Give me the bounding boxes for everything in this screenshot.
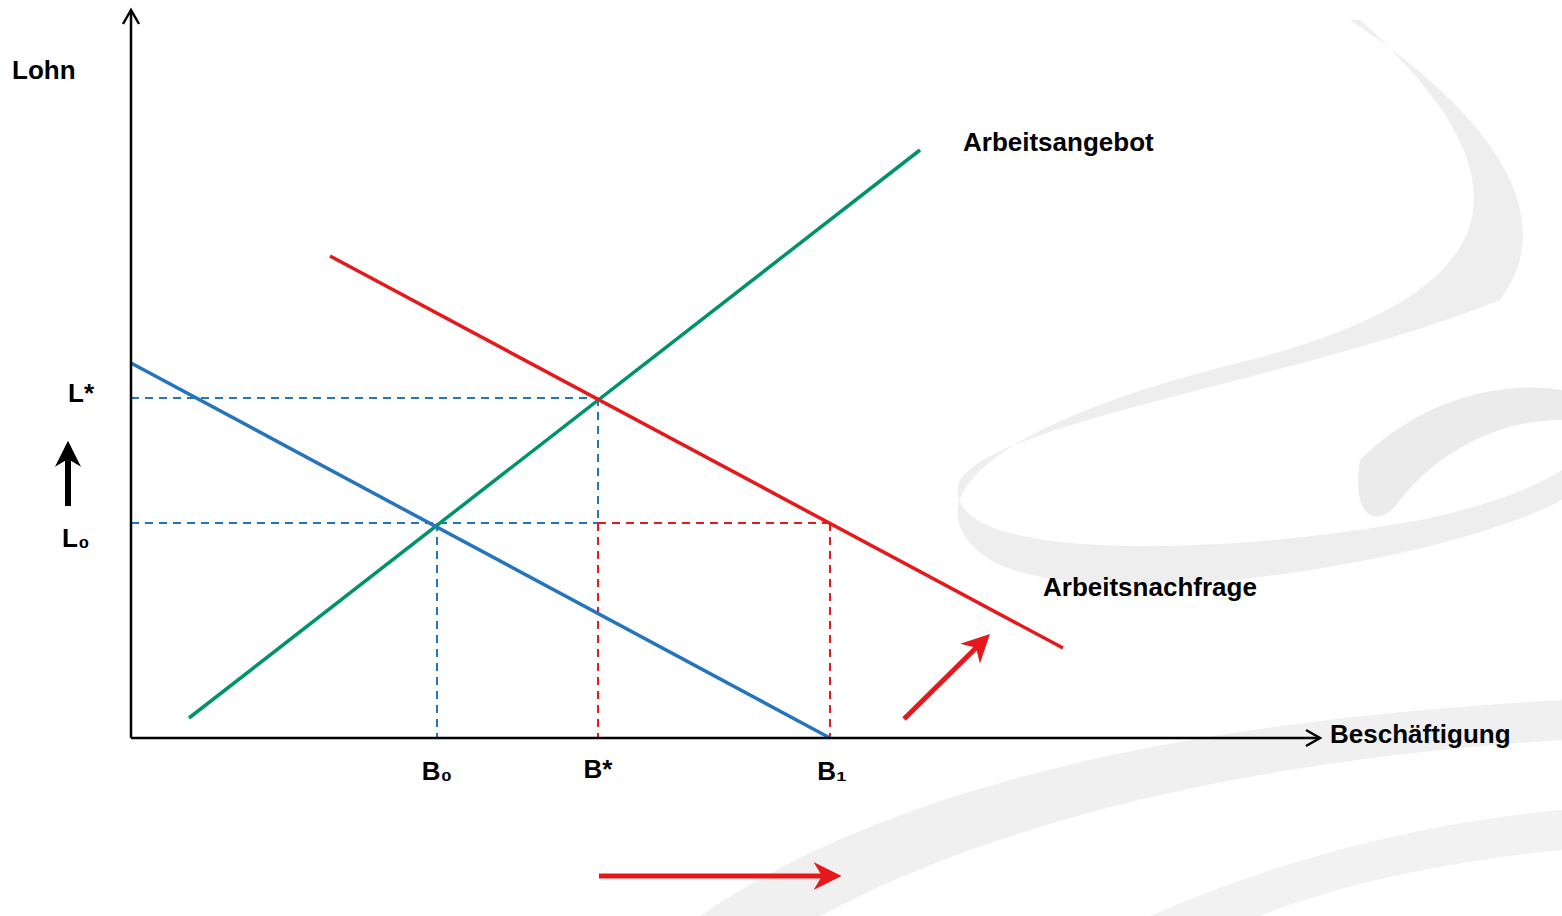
supply-curve (189, 150, 920, 718)
curve-label: Arbeitsnachfrage (1043, 573, 1257, 603)
guide-line (829, 523, 831, 738)
wage-label: L* (68, 379, 94, 409)
employment-label: B₀ (422, 757, 453, 787)
y-axis (130, 12, 133, 738)
axis-label: Lohn (12, 56, 76, 86)
rise-arrow (65, 446, 71, 506)
demand-curve-old (131, 363, 830, 738)
employment-label: B₁ (817, 757, 847, 787)
guide-line (131, 522, 598, 524)
axis-arrowhead (1306, 730, 1320, 746)
axis-label: Beschäftigung (1330, 720, 1511, 750)
wage-label: L₀ (62, 524, 90, 554)
axis-arrowhead (123, 10, 139, 24)
guide-line (436, 523, 438, 738)
employment-label: B* (584, 755, 613, 785)
guide-line (597, 398, 599, 523)
shift-arrow (904, 638, 986, 719)
shift-arrow (599, 874, 836, 879)
guide-line (598, 522, 830, 524)
guide-line (597, 523, 599, 738)
background-swoosh (700, 20, 1562, 916)
curve-label: Arbeitsangebot (963, 128, 1154, 158)
demand-curve-new (330, 256, 1063, 648)
x-axis (131, 737, 1318, 740)
